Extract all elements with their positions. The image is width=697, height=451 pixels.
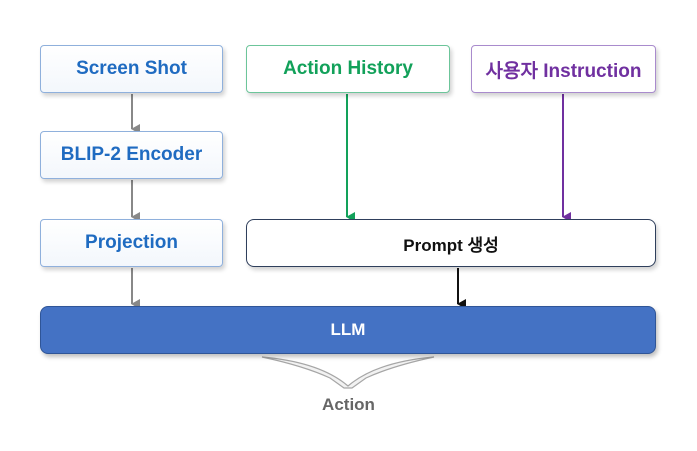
blip-encoder-box: BLIP-2 Encoder: [40, 131, 223, 179]
action-history-label: Action History: [283, 58, 413, 79]
user-instruction-box: 사용자 Instruction: [471, 45, 656, 93]
llm-box: LLM: [40, 306, 656, 354]
user-instruction-label: 사용자 Instruction: [485, 60, 642, 82]
action-output-label: Action: [322, 395, 375, 414]
screen-shot-box: Screen Shot: [40, 45, 223, 93]
prompt-generation-box: Prompt 생성: [246, 219, 656, 267]
llm-label: LLM: [330, 320, 366, 339]
prompt-generation-label: Prompt 생성: [403, 235, 499, 255]
projection-label: Projection: [85, 232, 178, 253]
arrow-llm-to-action: [261, 356, 435, 389]
projection-box: Projection: [40, 219, 223, 267]
action-history-box: Action History: [246, 45, 450, 93]
screen-shot-label: Screen Shot: [76, 58, 187, 79]
blip-encoder-label: BLIP-2 Encoder: [60, 144, 203, 165]
